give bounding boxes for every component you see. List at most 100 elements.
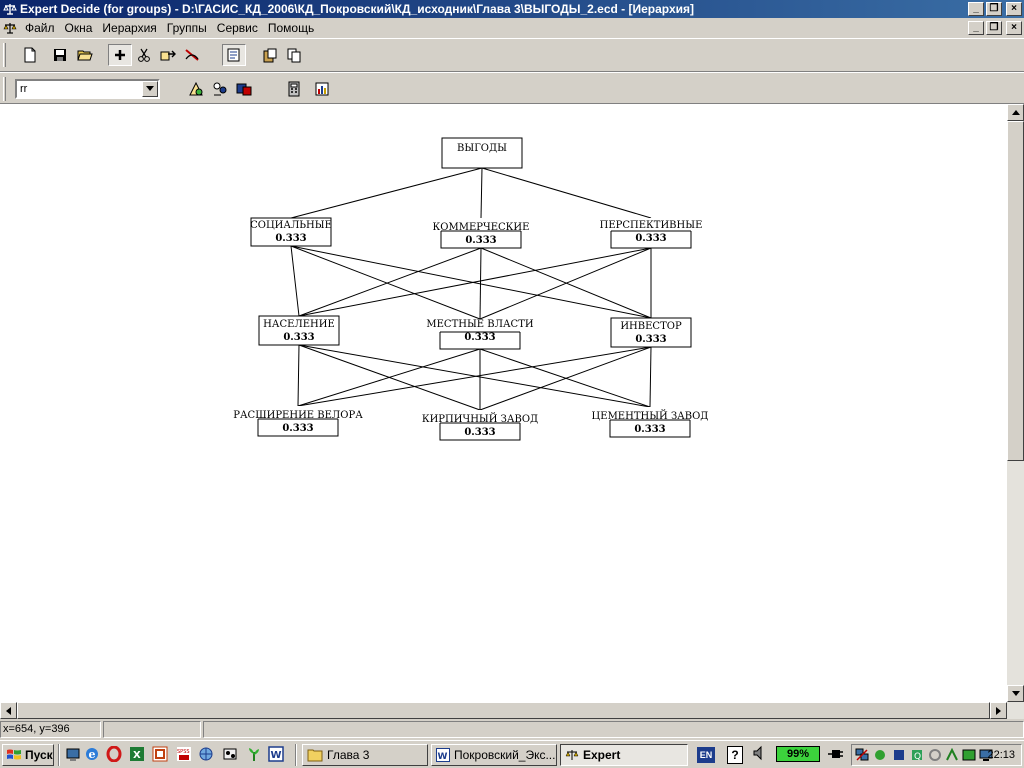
internet-explorer-icon[interactable]: e: [84, 746, 100, 762]
spss-icon[interactable]: SPSS: [176, 746, 192, 762]
node-label: ЦЕМЕНТНЫЙ ЗАВОД: [592, 410, 709, 422]
word-icon[interactable]: W: [268, 746, 284, 762]
title-bar[interactable]: Expert Decide (for groups) - D:\ГАСИС_КД…: [0, 0, 1024, 18]
safely-remove-icon[interactable]: [962, 748, 976, 762]
doc-close-button[interactable]: ×: [1006, 21, 1022, 35]
menu-hierarchy[interactable]: Иерархия: [102, 21, 157, 35]
app-cow-icon[interactable]: [222, 746, 238, 762]
add-node-button[interactable]: [108, 44, 132, 66]
edit-button[interactable]: [222, 44, 246, 66]
paste-button[interactable]: [258, 44, 282, 66]
group-button[interactable]: [208, 78, 232, 100]
app-plant-icon[interactable]: [246, 746, 262, 762]
app-tray-icon[interactable]: [873, 748, 887, 762]
folder-icon: [307, 749, 323, 762]
close-button[interactable]: ×: [1006, 2, 1022, 16]
access-icon[interactable]: [152, 746, 168, 762]
hierarchy-edge: [480, 167, 483, 219]
app-tray-icon[interactable]: Q: [910, 748, 924, 762]
minimize-button[interactable]: _: [968, 2, 984, 16]
scales-icon[interactable]: [3, 21, 17, 35]
horizontal-scroll-thumb[interactable]: [17, 702, 990, 719]
calculator-button[interactable]: [282, 78, 306, 100]
hierarchy-edge: [297, 346, 652, 407]
task-expert[interactable]: Expert: [560, 744, 688, 766]
toolbar-grip[interactable]: [3, 43, 6, 67]
desktop-icon[interactable]: [65, 746, 81, 762]
horizontal-scrollbar[interactable]: [0, 702, 1024, 719]
vertical-scroll-thumb[interactable]: [1007, 121, 1024, 461]
paste-icon: [263, 48, 277, 63]
copy-icon: [287, 48, 301, 63]
chart-button[interactable]: [310, 78, 334, 100]
menu-file[interactable]: Файл: [25, 21, 55, 35]
node-box: [258, 406, 338, 436]
doc-minimize-button[interactable]: _: [968, 21, 984, 35]
node-label: ИНВЕСТОР: [620, 321, 682, 332]
window-title: Expert Decide (for groups) - D:\ГАСИС_КД…: [20, 2, 695, 16]
help-icon[interactable]: ?: [727, 746, 743, 764]
volume-icon[interactable]: [752, 745, 768, 761]
menu-help[interactable]: Помощь: [267, 21, 315, 35]
copy-button[interactable]: [282, 44, 306, 66]
node-frame: [440, 230, 522, 249]
doc-restore-button[interactable]: ❐: [986, 21, 1002, 35]
menu-groups[interactable]: Группы: [166, 21, 207, 35]
move-button[interactable]: [156, 44, 180, 66]
app-tray-icon[interactable]: [945, 748, 959, 762]
app-globe-icon[interactable]: [198, 746, 214, 762]
monitor-icon[interactable]: [979, 748, 993, 762]
node-value: 0.333: [464, 427, 495, 438]
node-box: [441, 218, 521, 248]
app-tray-icon[interactable]: [928, 748, 942, 762]
scroll-right-button[interactable]: [990, 702, 1007, 719]
app-tray-icon[interactable]: [892, 748, 906, 762]
open-button[interactable]: [73, 44, 97, 66]
opera-icon[interactable]: [106, 746, 122, 762]
language-indicator[interactable]: EN: [697, 747, 715, 763]
menu-windows[interactable]: Окна: [64, 21, 93, 35]
scroll-down-button[interactable]: [1007, 685, 1024, 702]
toolbar-grip[interactable]: [3, 77, 6, 101]
excel-icon[interactable]: X: [129, 746, 145, 762]
judgement-button[interactable]: [232, 78, 256, 100]
battery-indicator[interactable]: 99%: [776, 746, 820, 762]
task-folder-chapter3[interactable]: Глава 3: [302, 744, 428, 766]
scroll-left-button[interactable]: [0, 702, 17, 719]
menu-service[interactable]: Сервис: [216, 21, 258, 35]
calculator-icon: [288, 81, 300, 97]
new-file-button[interactable]: [18, 44, 42, 66]
hierarchy-edge: [649, 346, 652, 408]
group-select[interactable]: rr: [15, 79, 160, 99]
node-label: РАСШИРЕНИЕ ВЕЛОРА: [233, 410, 363, 421]
clock[interactable]: 22:13: [987, 749, 1015, 761]
start-button[interactable]: Пуск: [2, 744, 54, 766]
scales-icon: [565, 750, 579, 760]
node-goal[interactable]: ВЫГОДЫ: [441, 137, 523, 169]
chevron-down-icon[interactable]: [142, 81, 158, 97]
hierarchy-edge: [479, 247, 652, 320]
task-word-document[interactable]: W Покровский_Экс...: [431, 744, 557, 766]
save-button[interactable]: [48, 44, 72, 66]
power-plug-icon[interactable]: [827, 746, 843, 762]
compare-button[interactable]: [184, 78, 208, 100]
vertical-scrollbar[interactable]: [1007, 104, 1024, 702]
link-button[interactable]: [180, 44, 204, 66]
scroll-up-button[interactable]: [1007, 104, 1024, 121]
network-icon[interactable]: [855, 748, 869, 762]
cut-button[interactable]: [132, 44, 156, 66]
scales-icon: [3, 4, 17, 15]
restore-button[interactable]: ❐: [986, 2, 1002, 16]
task-label: Глава 3: [327, 748, 370, 762]
